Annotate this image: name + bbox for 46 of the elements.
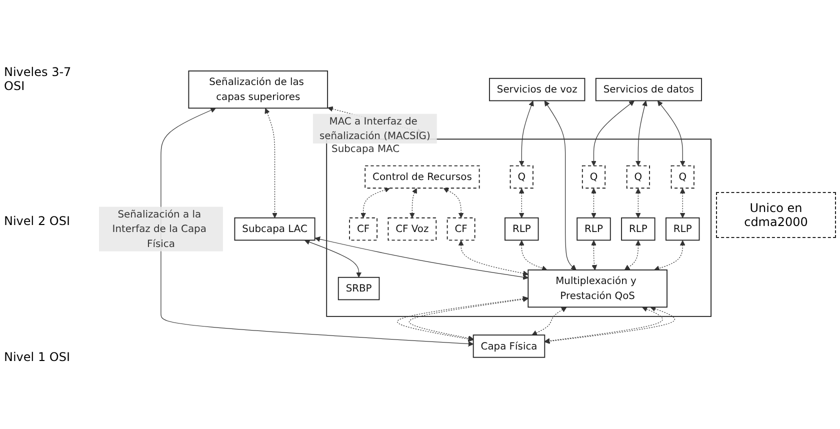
arrow <box>360 188 390 218</box>
arrow <box>654 240 686 272</box>
arrow <box>443 188 464 218</box>
osi-level-label: Niveles 3-7 OSI <box>4 64 72 93</box>
node-box: Q <box>670 166 694 189</box>
node-box: Q <box>626 166 650 189</box>
arrow <box>635 101 648 166</box>
arrow <box>518 188 524 218</box>
osi-level-label: Nivel 1 OSI <box>4 350 71 364</box>
node-box: RLP <box>504 218 539 241</box>
node-box: Q <box>510 166 534 189</box>
arrow <box>304 240 362 278</box>
arrow <box>657 101 686 166</box>
arrow <box>591 188 596 218</box>
arrow <box>314 236 528 280</box>
node-box: RLP <box>621 218 656 241</box>
arrow <box>458 240 528 276</box>
node-box: RLP <box>576 218 611 241</box>
node-box: Control de Recursos <box>364 166 480 189</box>
arrow <box>160 108 474 347</box>
edge-label: Señalización a la Interfaz de la Capa Física <box>112 208 206 250</box>
node-box: Multiplexación y Prestación QoS <box>528 270 668 308</box>
node-box: SRBP <box>338 277 380 300</box>
node-box: CF <box>349 218 378 241</box>
node-box: CF Voz <box>388 218 437 241</box>
arrow <box>591 240 598 271</box>
arrow <box>532 307 567 336</box>
arrow <box>518 240 548 272</box>
node-box: Capa Física <box>472 334 546 358</box>
node-box: Servicios de voz <box>489 78 586 102</box>
osi-level-label: Nivel 2 OSI <box>4 214 71 228</box>
arrow <box>518 101 534 166</box>
arrow <box>544 101 576 271</box>
legend-item: Unico en cdma2000 <box>716 192 836 238</box>
node-box: Servicios de datos <box>595 78 702 102</box>
arrow <box>591 100 634 166</box>
arrow <box>680 188 686 218</box>
node-box: Q <box>582 166 606 189</box>
node-box: Subcapa LAC <box>234 218 316 241</box>
node-box: CF <box>446 218 476 241</box>
arrow <box>264 108 278 218</box>
arrow <box>624 240 641 271</box>
arrow <box>409 188 417 218</box>
node-box: Señalización de las capas superiores <box>188 70 328 109</box>
arrow <box>635 188 641 218</box>
node-box: RLP <box>666 218 700 241</box>
